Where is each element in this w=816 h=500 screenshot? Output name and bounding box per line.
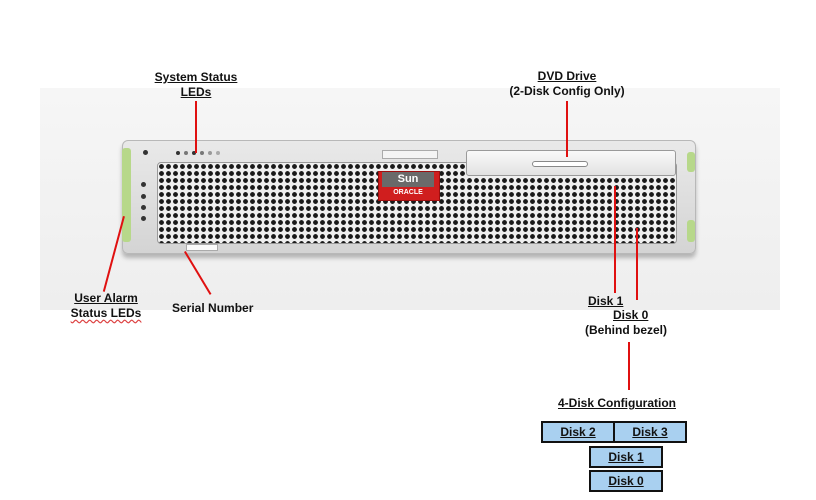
disk-slot-3: Disk 3 — [613, 421, 687, 443]
label-serial-number: Serial Number — [172, 301, 254, 315]
status-led-3 — [208, 151, 212, 155]
callout-line-dvd — [566, 101, 568, 157]
right-rack-ear-bottom — [687, 220, 695, 242]
alarm-led-major — [141, 194, 146, 199]
disk-slot-2: Disk 2 — [541, 421, 615, 443]
label-dvd-drive: DVD Drive (2-Disk Config Only) — [509, 69, 625, 98]
serial-number-plate — [186, 244, 218, 251]
label-user-alarm: User Alarm Status LEDs — [70, 291, 142, 320]
callout-line-four-disk — [628, 342, 630, 390]
label-disk0: Disk 0 — [613, 308, 649, 322]
right-rack-ear-top — [687, 152, 695, 172]
alarm-led-critical — [141, 182, 146, 187]
left-rack-ear — [122, 148, 131, 242]
logo-company-text: ORACLE — [393, 189, 423, 196]
disk-slot-0: Disk 0 — [589, 470, 663, 492]
dvd-eject-slot — [532, 161, 588, 167]
status-led-1 — [192, 151, 196, 155]
power-button-icon — [216, 151, 220, 155]
label-system-status: System Status LEDs — [154, 70, 238, 99]
model-plate — [382, 150, 438, 159]
alarm-led-user — [141, 216, 146, 221]
service-led — [184, 151, 188, 155]
power-led — [176, 151, 180, 155]
status-led-2 — [200, 151, 204, 155]
label-behind-bezel: (Behind bezel) — [585, 323, 668, 337]
callout-line-disk0 — [636, 228, 638, 300]
callout-line-system-status — [195, 101, 197, 153]
alarm-led-minor — [141, 205, 146, 210]
callout-line-disk1 — [614, 186, 616, 293]
logo-brand-text: Sun — [382, 172, 434, 187]
label-disk1: Disk 1 — [588, 294, 624, 308]
label-four-disk-config: 4-Disk Configuration — [557, 396, 676, 410]
disk-slot-1: Disk 1 — [589, 446, 663, 468]
locator-led — [143, 150, 148, 155]
